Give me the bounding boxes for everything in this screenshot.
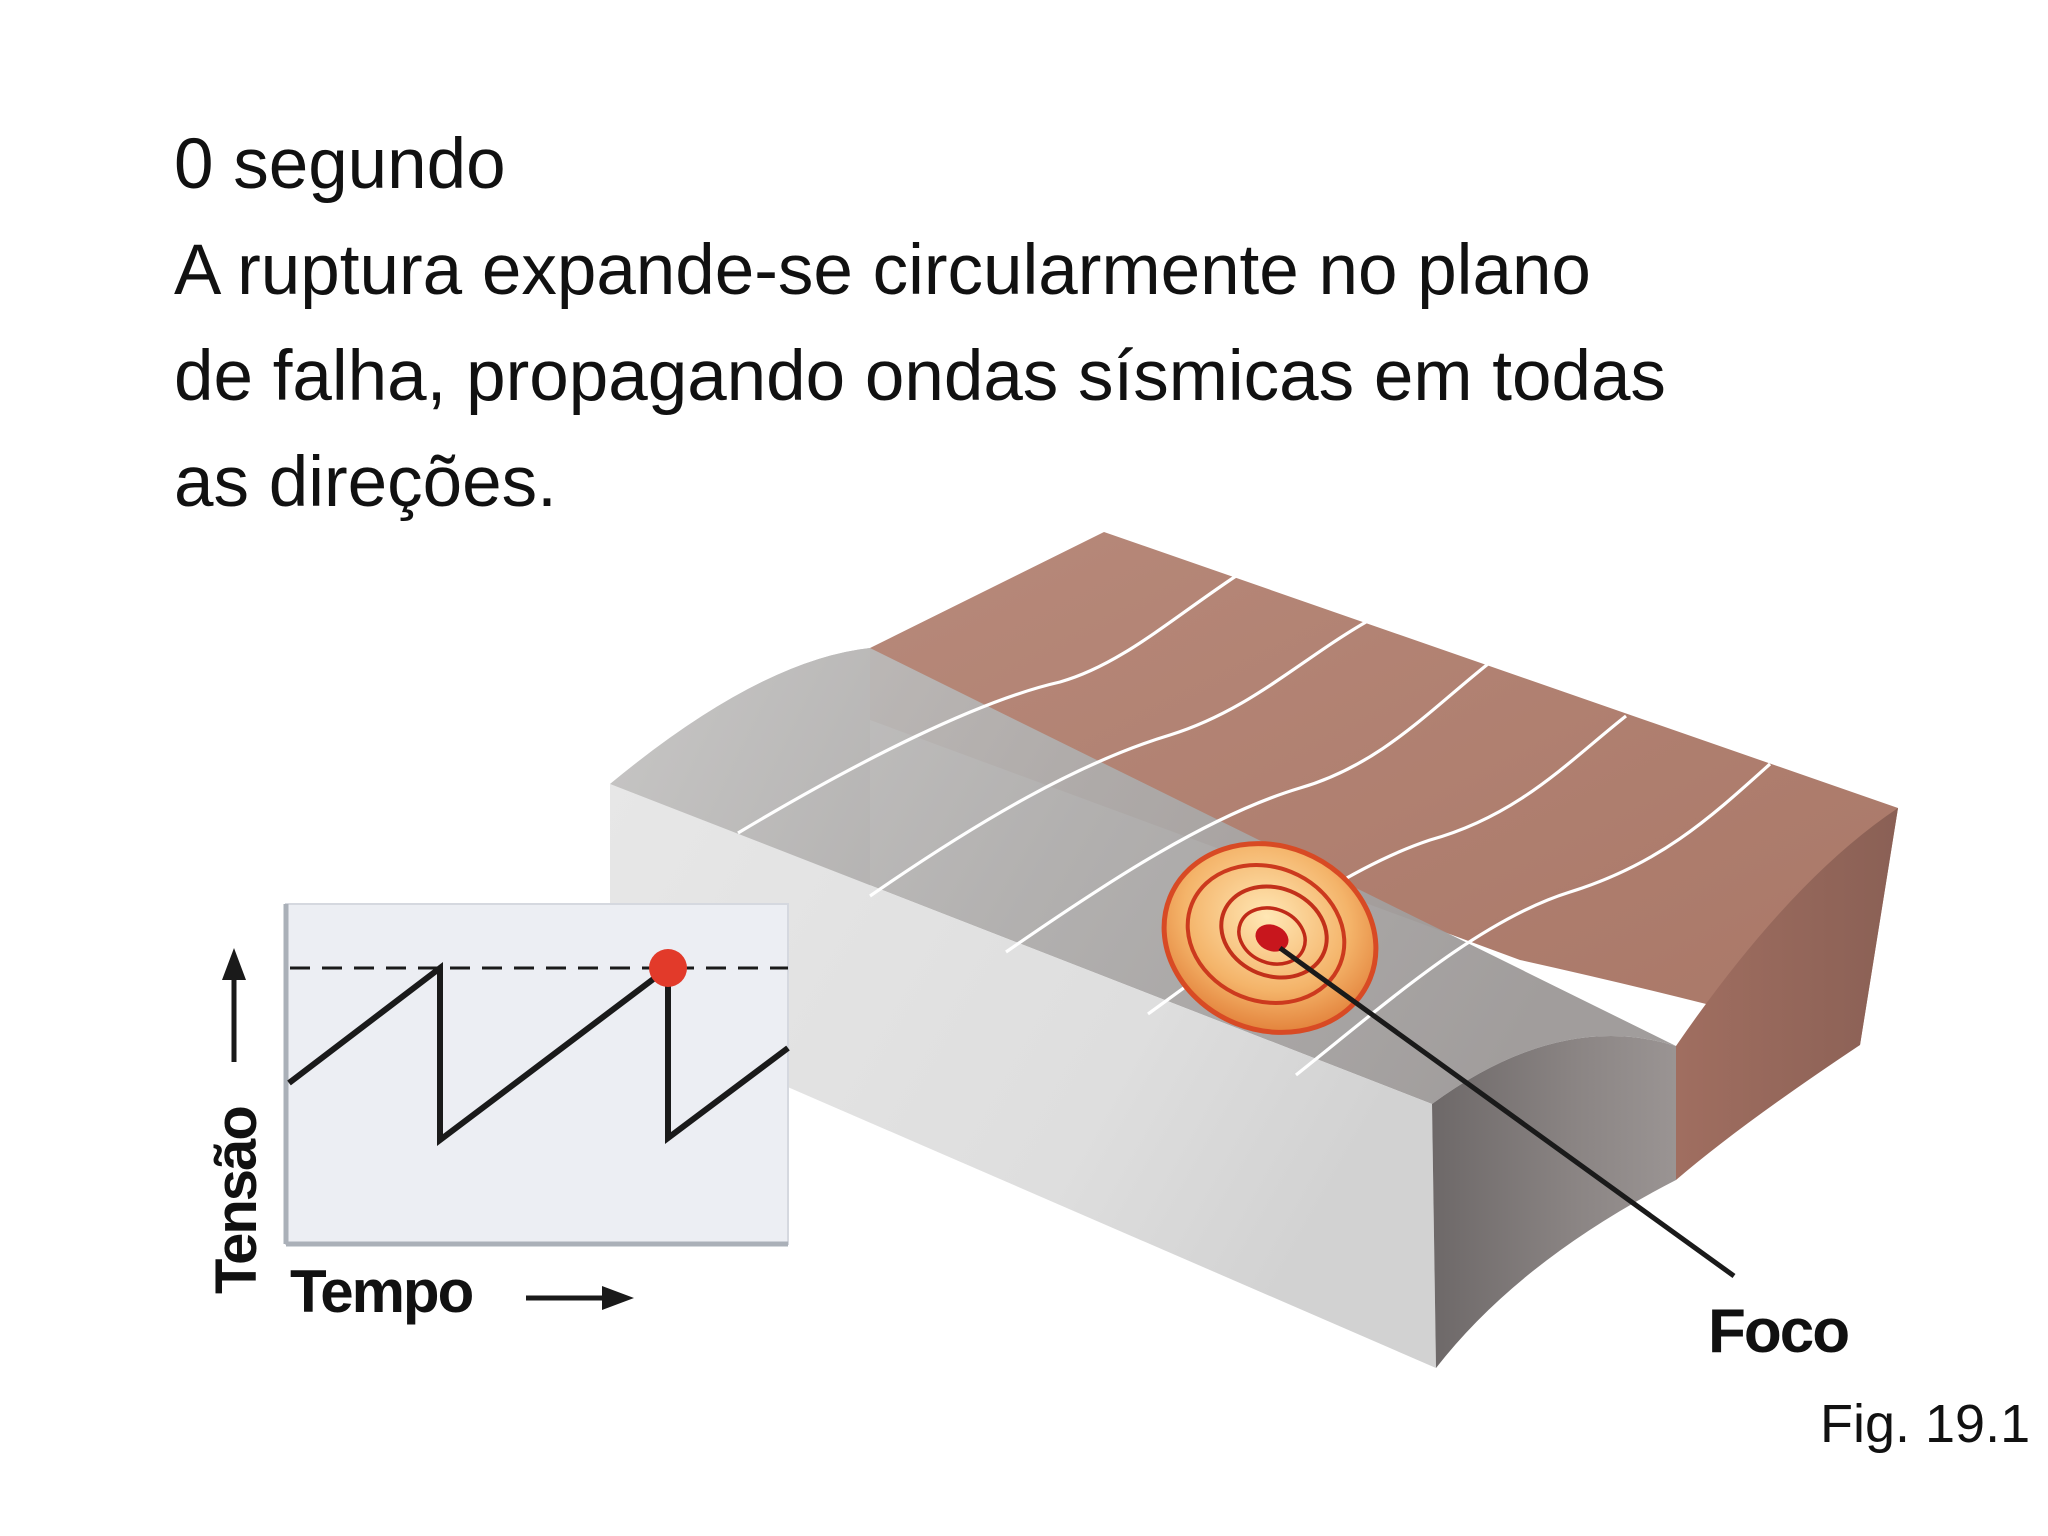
rupture-ring-3 bbox=[1219, 884, 1329, 980]
fault-plane-back bbox=[870, 532, 1898, 1045]
fault-block-right-brown-face bbox=[1676, 808, 1898, 1180]
focus-leader-line bbox=[1278, 945, 1736, 1279]
caption-line-2: de falha, propagando ondas sísmicas em t… bbox=[174, 337, 1666, 416]
rupture-marker-dot bbox=[649, 949, 687, 987]
stress-time-graph: Tensão Tempo bbox=[204, 903, 790, 1325]
wavefront-line bbox=[869, 620, 1367, 898]
caption-line-3: as direções. bbox=[174, 443, 557, 522]
fault-block-top-face bbox=[610, 648, 1676, 1104]
stress-sawtooth-line bbox=[287, 961, 790, 1147]
rupture-ring-4 bbox=[1237, 906, 1307, 966]
fault-block-front-face bbox=[610, 784, 1436, 1368]
focus-label: Foco bbox=[1708, 1297, 1848, 1366]
caption-line-1: A ruptura expande-se circularmente no pl… bbox=[174, 231, 1591, 310]
wavefront-line bbox=[1005, 662, 1489, 954]
rupture-rings bbox=[1161, 841, 1379, 1035]
caption-title: 0 segundo bbox=[174, 125, 506, 204]
rupture-ring-2 bbox=[1185, 863, 1347, 1005]
x-axis-label: Tempo bbox=[290, 1258, 473, 1325]
y-axis-label: Tensão bbox=[204, 1107, 269, 1294]
wavefront-line bbox=[737, 574, 1237, 835]
wavefront-line bbox=[1295, 762, 1772, 1077]
fault-block-right-end bbox=[1432, 1036, 1676, 1368]
graph-background bbox=[285, 903, 789, 1245]
caption: 0 segundo A ruptura expande-se circularm… bbox=[174, 112, 1954, 536]
focus-dot bbox=[1255, 924, 1289, 952]
x-axis-arrow-icon bbox=[602, 1286, 634, 1310]
figure-number: Fig. 19.1 bbox=[1820, 1394, 2030, 1454]
y-axis-arrow-icon bbox=[222, 948, 246, 980]
